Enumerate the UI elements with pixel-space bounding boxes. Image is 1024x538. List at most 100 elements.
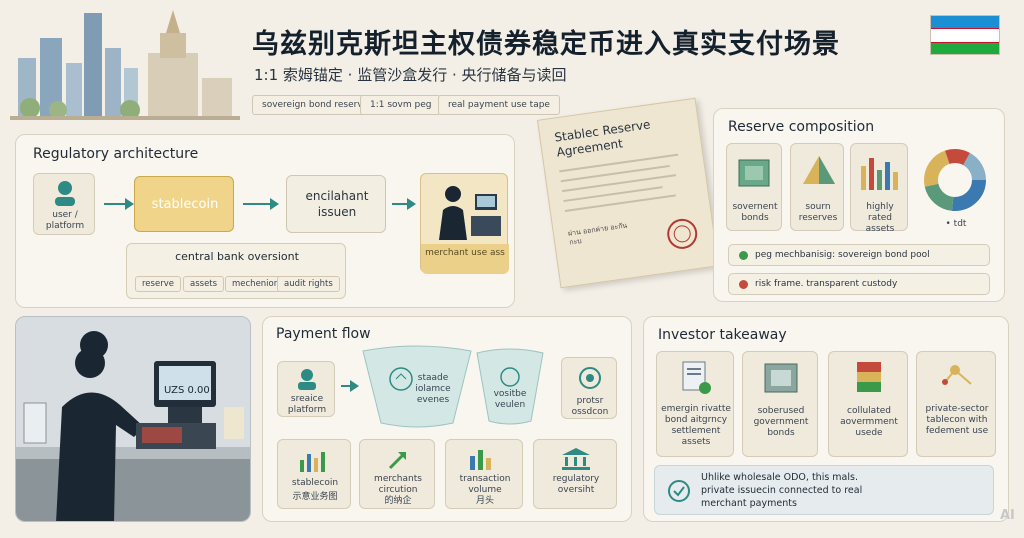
- investor-item-bonds: soberused government bonds: [742, 351, 818, 457]
- tag-real-payment: real payment use tape: [438, 95, 560, 115]
- payment-user-box: sreaice platform: [277, 361, 335, 417]
- document-sign-lines: ผ่าน ออกค่าย อะกันกะบ: [567, 221, 628, 247]
- reserve-item-label: sovernent bonds: [732, 202, 778, 223]
- investor-item-private: private-sector tablecon with fedement us…: [916, 351, 996, 457]
- funnel-small-icon: [476, 348, 544, 425]
- funnel-large-icon: [362, 345, 472, 428]
- stat-label: transaction volume: [459, 474, 511, 495]
- stat-oversight: regulatory oversiht: [533, 439, 617, 509]
- funnel1-label: staade iolamce evenes: [415, 373, 451, 405]
- pill-mechanism: mechenion: [225, 276, 287, 292]
- reserve-agreement-document: Stablec Reserve Agreement ผ่าน ออกค่าย อ…: [536, 97, 720, 289]
- issuer-label: encilahant issuen: [305, 189, 369, 219]
- donut-label: • tdt: [945, 219, 967, 229]
- stablecoin-label: stablecoin: [151, 197, 219, 212]
- payment-title: Payment flow: [276, 326, 371, 342]
- pie-slice-icon: [803, 156, 835, 184]
- payment-end-box: protsr ossdcon: [561, 357, 617, 419]
- coin-stack-icon: [857, 362, 881, 392]
- regulatory-architecture-card: Regulatory architecture user / platform …: [15, 134, 515, 308]
- stat-merchants: merchants circution 的纳企: [359, 439, 435, 509]
- network-icon: [942, 365, 972, 385]
- payment-flow-card: Payment flow sreaice platform staade iol…: [262, 316, 632, 522]
- arrow-icon: [104, 198, 134, 210]
- investor-title: Investor takeaway: [658, 327, 787, 343]
- investor-item-collateral: collulated aovermment usede: [828, 351, 908, 457]
- investor-note: Uhlike wholesale ODO, this mals. private…: [654, 465, 994, 515]
- arrow-icon: [341, 380, 359, 392]
- investor-item-label: soberused government bonds: [753, 406, 809, 438]
- investor-item-label: emergin rivatte bond aitgrncy settlement…: [661, 404, 731, 447]
- stat-stablecoin: stablecoin 示意业务图: [277, 439, 351, 509]
- merchant-box: merchant use ass: [420, 173, 509, 274]
- processor-icon: [579, 367, 601, 389]
- oversight-box: central bank oversiont reserve assets me…: [126, 243, 346, 299]
- merchant-label: merchant use ass: [425, 248, 505, 258]
- regulatory-title: Regulatory architecture: [33, 146, 199, 162]
- investor-takeaway-card: Investor takeaway emergin rivatte bond a…: [643, 316, 1009, 522]
- reserve-item-reserves: sourn reserves: [790, 143, 844, 231]
- city-skyline-illustration: [10, 10, 240, 120]
- bar-chart-icon: [300, 452, 325, 472]
- pos-illustration: UZS 0.00: [15, 316, 251, 522]
- page-title: 乌兹别克斯坦主权债券稳定币进入真实支付场景: [252, 29, 840, 60]
- payment-user-label: sreaice platform: [287, 394, 327, 415]
- reserve-row-peg: peg mechbanisig: sovereign bond pool: [728, 244, 990, 266]
- bar-chart-icon: [470, 450, 491, 470]
- vault-icon: [738, 159, 770, 187]
- bank-icon: [562, 448, 590, 470]
- reserve-item-label: highly rated assets: [865, 202, 895, 234]
- uzbekistan-flag-icon: [930, 15, 1000, 55]
- funnel2-label: vositbe veulen: [493, 389, 527, 410]
- investor-note-line2: private issuecin connected to real: [701, 485, 863, 496]
- reserve-item-bonds: sovernent bonds: [726, 143, 782, 231]
- reserve-row-text: peg mechbanisig: sovereign bond pool: [755, 250, 930, 260]
- merchant-icon: [439, 186, 501, 240]
- donut-chart-icon: [924, 149, 986, 211]
- trend-arrow-icon: [388, 452, 406, 470]
- pill-reserve: reserve: [135, 276, 181, 292]
- document-title: Stablec Reserve Agreement: [553, 117, 652, 160]
- stablecoin-box: stablecoin: [134, 176, 234, 232]
- stat-sublabel: 示意业务图: [292, 492, 338, 502]
- reserve-row-risk: risk frame. transparent custody: [728, 273, 990, 295]
- shopkeeper-illustration: [16, 317, 250, 521]
- tag-sovm-peg: 1:1 sovm peg: [360, 95, 442, 115]
- reserve-composition-card: Reserve composition sovernent bonds sour…: [713, 108, 1005, 302]
- arrow-icon: [392, 198, 416, 210]
- oversight-label: central bank oversiont: [175, 250, 299, 263]
- stat-label: merchants circution: [374, 474, 422, 495]
- user-platform-box: user / platform: [33, 173, 95, 235]
- stat-sublabel: 的纳企: [384, 496, 412, 506]
- seal-stamp-icon: [667, 218, 698, 249]
- investor-item-settlement: emergin rivatte bond aitgrncy settlement…: [656, 351, 734, 457]
- reserve-item-label: sourn reserves: [798, 202, 838, 223]
- investor-item-label: private-sector tablecon with fedement us…: [925, 404, 989, 436]
- reserve-item-assets: highly rated assets: [850, 143, 908, 234]
- reserve-row-text: risk frame. transparent custody: [755, 279, 898, 289]
- bar-chart-icon: [861, 158, 898, 190]
- reserve-title: Reserve composition: [728, 119, 875, 135]
- stat-volume: transaction volume 月头: [445, 439, 523, 509]
- user-platform-label: user / platform: [45, 210, 85, 231]
- pill-assets: assets: [183, 276, 225, 292]
- stat-sublabel: 月头: [475, 496, 494, 506]
- safe-icon: [764, 363, 798, 393]
- user-icon: [298, 369, 316, 390]
- stat-label: regulatory oversiht: [552, 474, 600, 495]
- check-circle-icon: [668, 480, 690, 502]
- arrow-icon: [243, 198, 279, 210]
- investor-item-label: collulated aovermment usede: [840, 406, 898, 438]
- pill-audit-rights: audit rights: [277, 276, 340, 292]
- stat-label: stablecoin: [291, 478, 339, 488]
- document-chart-icon: [682, 361, 711, 394]
- page-subtitle: 1:1 索姆锚定 · 监管沙盒发行 · 央行储备与读回: [254, 66, 567, 84]
- pos-screen-text: UZS 0.00: [164, 385, 210, 396]
- investor-note-line1: Uhlike wholesale ODO, this mals.: [701, 472, 858, 483]
- payment-end-label: protsr ossdcon: [571, 396, 609, 417]
- watermark: AI: [1000, 508, 1015, 523]
- user-icon: [55, 181, 75, 206]
- tag-sovereign-bond-reserve: sovereign bond reserve: [252, 95, 379, 115]
- issuer-box: encilahant issuen: [286, 175, 386, 233]
- investor-note-line3: merchant payments: [701, 498, 797, 509]
